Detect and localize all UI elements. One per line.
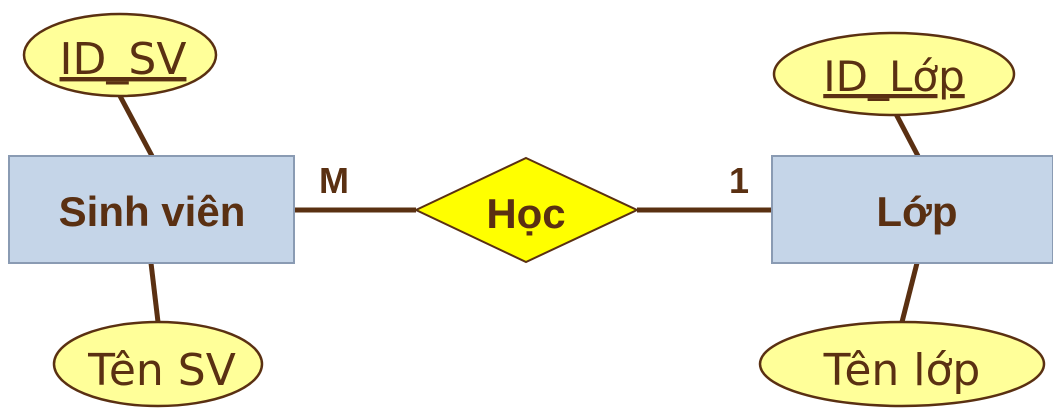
attribute-id-lop-shape xyxy=(772,31,1016,117)
attribute-id-sv-shape xyxy=(22,12,218,98)
attribute-ten-lop: Tên lớp xyxy=(758,320,1046,408)
line-idlop-lop xyxy=(893,112,921,158)
attribute-ten-sv-shape xyxy=(52,320,264,408)
entity-sinh-vien-label: Sinh viên xyxy=(59,188,246,235)
attribute-id-lop: ID_Lớp xyxy=(772,31,1016,117)
entity-sinh-vien-box xyxy=(8,155,295,264)
line-sinhvien-tensv xyxy=(148,262,161,323)
relationship-hoc: Học xyxy=(413,156,640,264)
cardinality-right: 1 xyxy=(729,160,749,201)
attribute-ten-sv: Tên SV xyxy=(52,320,264,408)
attribute-id-sv: ID_SV xyxy=(22,12,218,98)
attribute-ten-lop-shape xyxy=(758,320,1046,408)
relationship-hoc-diamond xyxy=(413,156,640,264)
attribute-ten-lop-label: Tên lớp xyxy=(823,345,981,396)
connectors xyxy=(117,94,921,323)
entity-lop-label: Lớp xyxy=(876,188,957,235)
entity-lop-box xyxy=(771,155,1053,264)
attribute-ten-sv-label: Tên SV xyxy=(87,345,236,396)
attribute-id-lop-label: ID_Lớp xyxy=(823,52,964,101)
cardinality-left: M xyxy=(319,160,349,201)
relationship-hoc-label: Học xyxy=(486,190,565,237)
entity-lop: Lớp xyxy=(771,155,1053,264)
entity-sinh-vien: Sinh viên xyxy=(8,155,295,264)
line-lop-tenlop xyxy=(899,262,920,323)
attribute-id-sv-label: ID_SV xyxy=(60,34,187,85)
line-idsv-sinhvien xyxy=(117,94,155,158)
